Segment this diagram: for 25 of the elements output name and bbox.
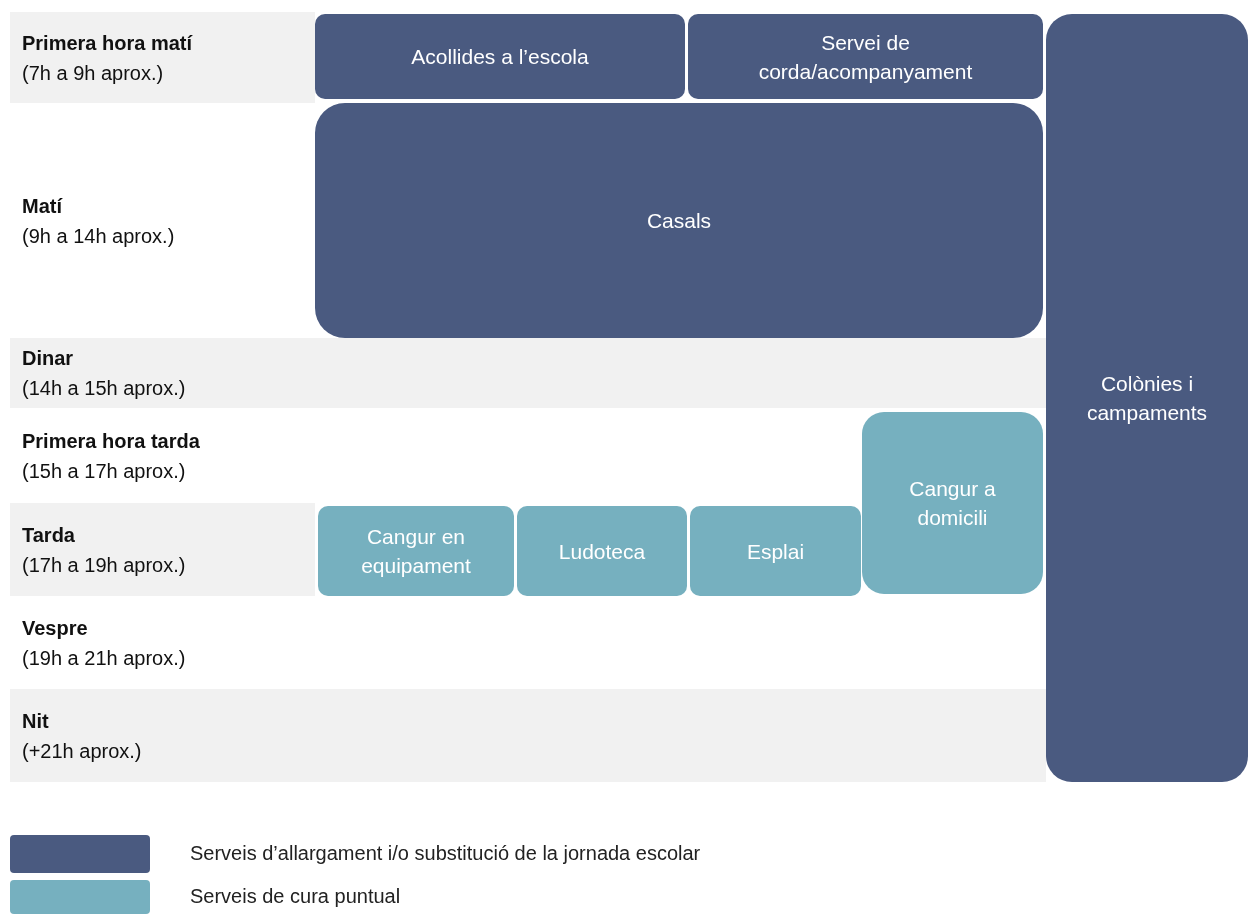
time-range: (19h a 21h aprox.) xyxy=(22,645,187,671)
row-heading: Primera hora tarda xyxy=(22,428,201,454)
time-range: (+21h aprox.) xyxy=(22,738,143,764)
row-heading: Vespre xyxy=(22,615,89,641)
time-range: (17h a 19h aprox.) xyxy=(22,552,187,578)
legend-text: Serveis d’allargament i/o substitució de la jornada escolar xyxy=(190,842,701,865)
service-box: Esplai xyxy=(690,506,861,596)
time-range: (15h a 17h aprox.) xyxy=(22,458,187,484)
row-heading: Nit xyxy=(22,708,50,734)
service-box: Casals xyxy=(315,103,1043,338)
row-heading: Primera hora matí xyxy=(22,30,194,56)
row-band xyxy=(10,12,315,103)
row-heading: Tarda xyxy=(22,522,76,548)
time-range: (7h a 9h aprox.) xyxy=(22,60,165,86)
service-box: Acollides a l’escola xyxy=(315,14,685,99)
service-box: Ludoteca xyxy=(517,506,687,596)
row-heading: Matí xyxy=(22,193,64,219)
time-range: (14h a 15h aprox.) xyxy=(22,376,187,401)
service-box: Colònies i campaments xyxy=(1046,14,1248,782)
time-range: (9h a 14h aprox.) xyxy=(22,223,176,249)
service-box: Servei de corda/acompanyament xyxy=(688,14,1043,99)
legend-text: Serveis de cura puntual xyxy=(190,885,401,908)
service-box: Cangur a domicili xyxy=(862,412,1043,594)
row-heading: Dinar xyxy=(22,346,75,371)
service-box: Cangur en equipament xyxy=(318,506,514,596)
